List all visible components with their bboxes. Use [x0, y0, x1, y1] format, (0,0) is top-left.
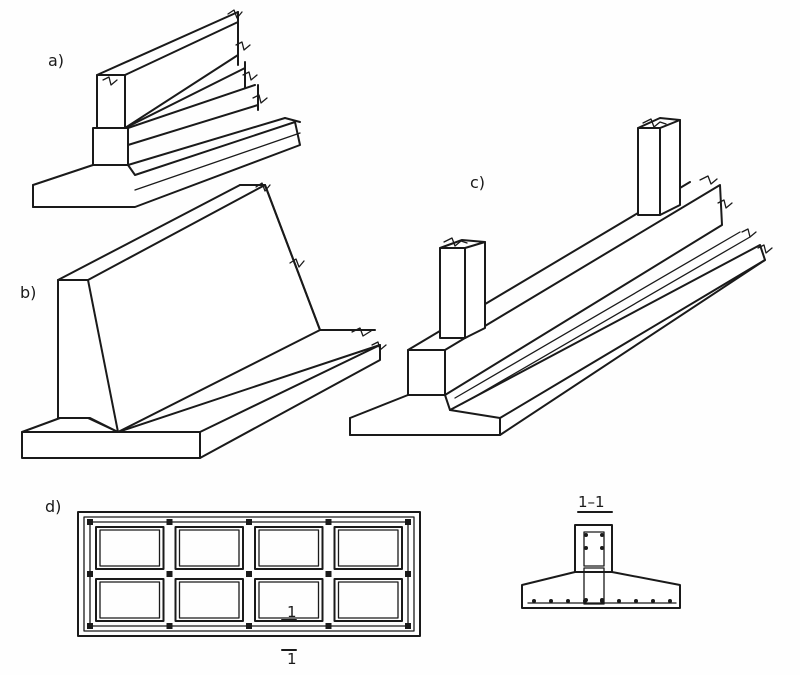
break-mark — [351, 327, 372, 337]
rebar-dot — [566, 599, 570, 603]
plan-cell — [99, 581, 161, 619]
plan-cell — [258, 529, 320, 567]
stem-a — [92, 127, 129, 166]
label-d: d) — [45, 497, 61, 516]
plan-node — [325, 519, 332, 525]
label-c: c) — [470, 173, 485, 192]
plan-nodes — [87, 519, 411, 629]
wall-stem-b — [57, 184, 321, 433]
plan-cell — [178, 529, 240, 567]
plan-node — [405, 623, 411, 629]
break-mark — [443, 237, 468, 247]
plan-node — [246, 623, 252, 629]
section-title: 1–1 — [578, 493, 605, 511]
label-a: a) — [48, 51, 64, 70]
rebar-dot — [583, 599, 587, 603]
plan-outer — [77, 511, 421, 637]
plan-cell — [174, 578, 244, 622]
break-mark — [227, 9, 243, 19]
label-b: b) — [20, 283, 36, 302]
section-mark-bottom: 1 — [287, 650, 297, 668]
column-left — [439, 239, 486, 339]
rebar-dot — [600, 599, 604, 603]
plan-node — [87, 623, 93, 629]
break-mark — [242, 71, 258, 81]
break-mark — [757, 244, 773, 254]
plan-cell — [95, 578, 165, 622]
wall-a — [96, 11, 239, 129]
break-mark — [371, 341, 387, 351]
break-mark — [255, 182, 271, 192]
figure-c-column-foundation — [349, 117, 773, 436]
break-mark — [289, 258, 305, 268]
plan-node — [325, 623, 332, 629]
section-bottom-bars — [532, 599, 672, 603]
figure-a-strip-footing — [32, 9, 301, 208]
rebar-dot — [549, 599, 553, 603]
plan-node — [405, 519, 411, 525]
break-mark — [717, 199, 733, 209]
rebar-dot — [634, 599, 638, 603]
plan-cell — [174, 526, 244, 570]
rebar-dot — [668, 599, 672, 603]
rebar-dot — [651, 599, 655, 603]
plan-node — [246, 571, 252, 577]
plan-cell — [95, 526, 165, 570]
figure-b-retaining-wall — [21, 182, 387, 459]
break-mark — [252, 94, 268, 104]
plan-node — [166, 519, 173, 525]
break-mark — [741, 228, 757, 238]
section-1-1-detail — [521, 511, 681, 609]
plan-node — [87, 571, 93, 577]
plan-cells — [95, 526, 403, 622]
plan-cell — [337, 529, 399, 567]
plan-cell — [99, 529, 161, 567]
plan-node — [87, 519, 93, 525]
plan-cell — [337, 581, 399, 619]
section-mark-top: 1 — [287, 603, 297, 621]
plan-node — [166, 623, 173, 629]
plan-node — [325, 571, 332, 577]
rebar-dot — [532, 599, 536, 603]
break-mark — [102, 76, 118, 86]
break-mark — [642, 118, 667, 128]
plan-cell — [258, 581, 320, 619]
plan-node — [246, 519, 252, 525]
plan-node — [405, 571, 411, 577]
break-mark — [235, 41, 251, 51]
footing-slab-c — [349, 244, 766, 436]
figure-d-grid-plan — [77, 511, 421, 651]
plan-cell — [333, 526, 403, 570]
plan-node — [166, 571, 173, 577]
rebar-dot — [617, 599, 621, 603]
plan-cell — [254, 526, 324, 570]
plan-cell — [333, 578, 403, 622]
break-mark — [699, 175, 718, 185]
plan-cell — [178, 581, 240, 619]
